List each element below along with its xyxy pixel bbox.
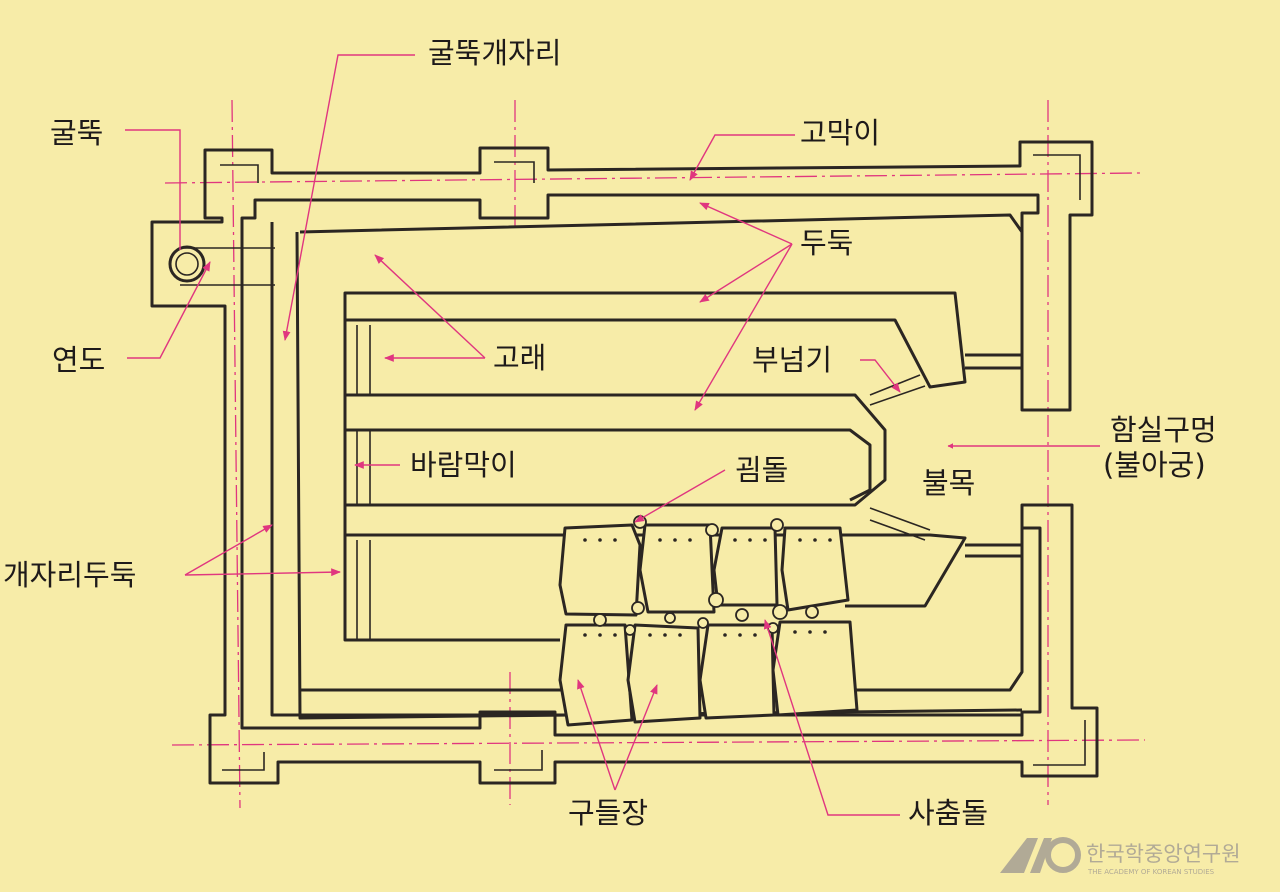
stone-slabs bbox=[558, 515, 859, 727]
watermark-english: THE ACADEMY OF KOREAN STUDIES bbox=[1087, 868, 1215, 876]
label-goemdol: 굄돌 bbox=[735, 453, 788, 487]
label-buneomgi: 부넘기 bbox=[752, 343, 832, 377]
label-gorae: 고래 bbox=[493, 341, 546, 375]
labels: 굴뚝개자리 굴뚝 연도 고막이 두둑 고래 부넘기 함실구멍 (불아궁) 바람막… bbox=[3, 36, 1217, 830]
aks-logo bbox=[1000, 837, 1081, 873]
chimney-flue bbox=[168, 245, 206, 283]
watermark-name: 한국학중앙연구원 bbox=[1086, 842, 1241, 866]
label-gaejari-duduk: 개자리두둑 bbox=[3, 558, 136, 592]
watermark: 한국학중앙연구원 THE ACADEMY OF KOREAN STUDIES bbox=[1000, 837, 1241, 876]
label-gomagi: 고막이 bbox=[800, 116, 880, 150]
label-flue: 연도 bbox=[52, 343, 105, 377]
label-gudeuljang: 구들장 bbox=[568, 796, 648, 830]
label-chimney: 굴뚝 bbox=[50, 116, 103, 150]
flue-channels bbox=[343, 291, 1022, 642]
label-baram-magi: 바람막이 bbox=[410, 448, 517, 482]
label-bulmok: 불목 bbox=[922, 466, 975, 500]
label-chimney-foundation: 굴뚝개자리 bbox=[428, 36, 561, 70]
label-duduk: 두둑 bbox=[800, 226, 853, 260]
label-sachumdol: 사춤돌 bbox=[908, 796, 988, 830]
label-hamsil-hole: 함실구멍 bbox=[1110, 413, 1217, 447]
label-bul-agung: (불아궁) bbox=[1103, 448, 1206, 482]
outer-wall bbox=[150, 140, 1099, 785]
leader-lines bbox=[125, 54, 1100, 816]
